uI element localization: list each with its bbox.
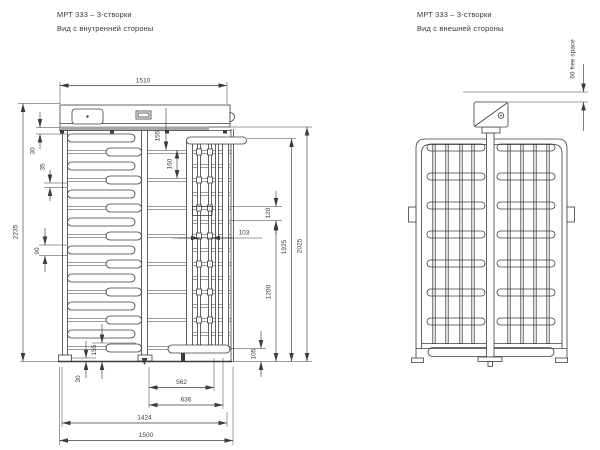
right-mount-tab [566,206,575,223]
right-foot [555,357,568,363]
dim-636: 636 [181,397,192,404]
dim-30-bottom: 30 [75,375,82,383]
right-view-title: МРТ 333 – 3-створки [417,10,492,19]
left-foot [411,357,424,363]
dim-90: 90 [34,247,41,255]
dim-155-bottom: 155 [91,344,98,355]
dim-160: 160 [167,158,174,169]
gate-leaf [167,129,247,362]
gate-bottom-tube [167,344,231,354]
header-strip [59,126,209,131]
gate-hinge-post [222,143,229,353]
panel-bars [432,144,550,344]
dim-1200: 1200 [266,284,273,299]
housing-neck [481,126,501,134]
free-space-dimension: 60 free space [463,39,588,131]
right-view-subtitle: Вид с внешней стороны [417,24,504,33]
dim-2235: 2235 [13,224,20,239]
housing-diagonal [474,102,508,127]
indicator-inner [137,112,150,118]
post-foot-plate [477,356,503,362]
right-view: МРТ 333 – 3-створки Вид с внешней сторон… [408,10,588,367]
dim-1510: 1510 [136,78,151,85]
dim-120: 120 [265,207,272,218]
dim-1500: 1500 [139,432,154,439]
right-wall [230,129,234,362]
rotor-arms-center [105,147,142,353]
indicator-window [135,110,152,120]
gate-leg-foot [181,349,185,361]
dim-30-top: 30 [30,147,37,155]
rotor-shaft [137,128,153,365]
cover-screw [86,115,89,118]
top-beam [59,104,235,134]
dim-155-top: 155 [155,130,162,141]
dim-103: 103 [239,230,250,237]
extension-lines [18,82,312,445]
fence-panel-frame [408,138,575,363]
dim-2025: 2025 [297,238,304,253]
dim-562: 562 [176,379,187,386]
gate-top-tube [186,136,247,145]
left-view-title: МРТ 333 – 3-створки [57,10,132,19]
left-view: МРТ 333 – 3-створки Вид с внутренней сто… [13,10,312,445]
dimension-labels: 1510 2235 30 35 90 155 30 155 160 120 10… [13,78,304,440]
post-anchor-pin [487,361,493,367]
dimension-lines [20,83,310,443]
dim-35: 35 [40,163,47,171]
lock-detail-box [192,206,213,216]
dim-free-space: 60 free space [570,39,577,79]
dim-1925: 1925 [281,239,288,254]
left-view-subtitle: Вид с внутренней стороны [57,24,153,33]
housing-screw [497,112,505,119]
beam-end-cap [229,112,235,122]
dim-1424: 1424 [137,415,152,422]
dim-105: 105 [251,348,258,359]
top-housing-box [473,101,509,134]
center-post [477,132,503,367]
left-mount-tab [408,206,417,223]
gate-frame-leg [186,140,193,353]
